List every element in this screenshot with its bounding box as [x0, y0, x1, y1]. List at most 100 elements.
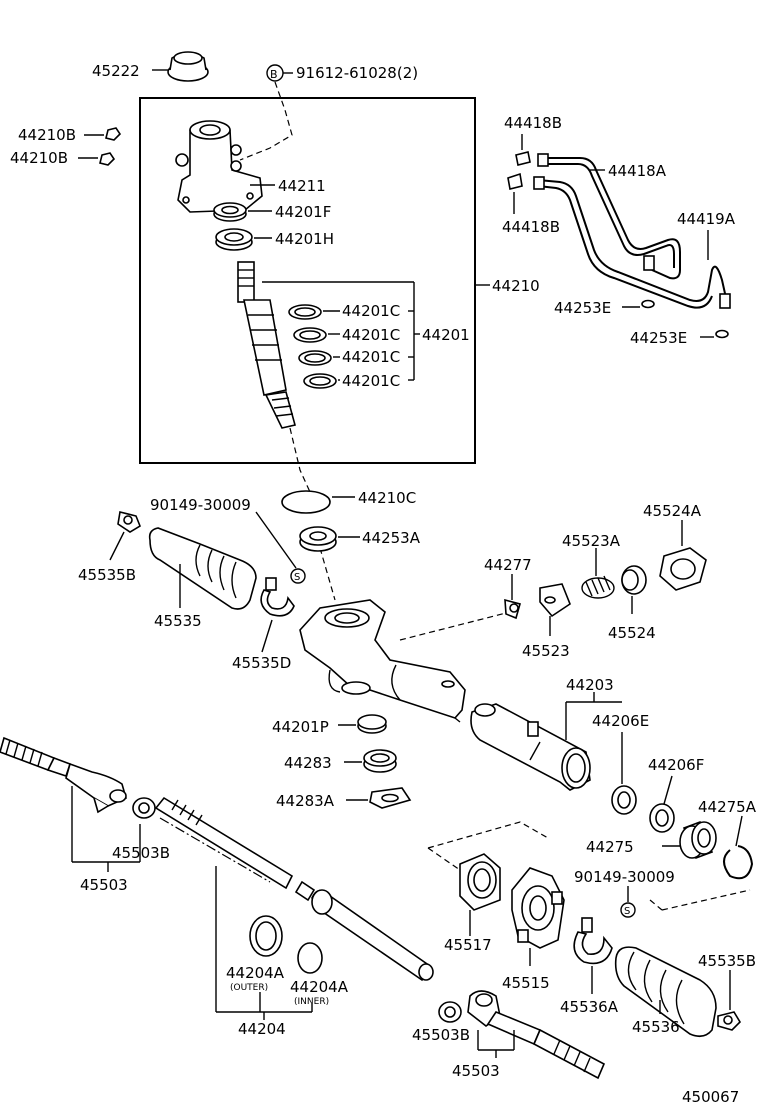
svg-text:S: S	[624, 906, 630, 917]
part-44419a-tube	[533, 176, 731, 309]
label-45536: 45536	[632, 1018, 680, 1036]
part-45523-rack-guide	[539, 583, 571, 618]
bolt-symbol-letter: B	[270, 68, 278, 81]
part-45515-bracket	[511, 867, 565, 949]
label-45523a: 45523A	[562, 532, 621, 550]
label-44201c-3: 44201C	[342, 348, 400, 366]
label-44211: 44211	[278, 177, 326, 195]
label-44253a: 44253A	[362, 529, 421, 547]
label-44204a-inner-note: (INNER)	[294, 997, 329, 1007]
label-44418b-2: 44418B	[502, 218, 560, 236]
label-44201c-2: 44201C	[342, 326, 400, 344]
part-44210c-oring	[281, 490, 331, 514]
label-45524: 45524	[608, 624, 656, 642]
label-90149-30009-1: 90149-30009	[150, 496, 251, 514]
part-44253e-gasket	[641, 299, 729, 339]
part-gear-housing	[299, 599, 466, 723]
part-44418b-union	[507, 151, 531, 190]
part-45503-tie-rod-end-left	[0, 736, 127, 814]
label-44283: 44283	[284, 754, 332, 772]
label-45524a: 45524A	[643, 502, 702, 520]
part-44283-seal	[363, 749, 397, 773]
part-44204-rack	[154, 796, 434, 982]
part-45517-bracket	[459, 853, 501, 911]
svg-text:S: S	[294, 572, 300, 583]
label-45535: 45535	[154, 612, 202, 630]
part-44201c-rings	[288, 304, 337, 389]
label-44275: 44275	[586, 838, 634, 856]
label-44419a: 44419A	[677, 210, 736, 228]
part-45536-boot	[614, 946, 717, 1038]
part-44204a-inner-ring	[297, 942, 323, 974]
label-45535d: 45535D	[232, 654, 291, 672]
part-45523a-spring	[581, 575, 615, 599]
label-44206e: 44206E	[592, 712, 649, 730]
part-45535b-clamp-right	[717, 1011, 742, 1031]
label-44275a: 44275A	[698, 798, 757, 816]
label-45536a: 45536A	[560, 998, 619, 1016]
part-45535d-clip	[260, 577, 295, 617]
part-44418a-tube	[537, 153, 681, 280]
label-44204: 44204	[238, 1020, 286, 1038]
label-44210: 44210	[492, 277, 540, 295]
label-44283a: 44283A	[276, 792, 335, 810]
part-44206e-seal	[611, 785, 637, 815]
label-45503b-1: 45503B	[112, 844, 170, 862]
label-44201p: 44201P	[272, 718, 329, 736]
label-91612-61028: 91612-61028(2)	[296, 64, 418, 82]
label-45535b-2: 45535B	[698, 952, 756, 970]
label-45535b-1: 45535B	[78, 566, 136, 584]
part-44203-cylinder-tube	[470, 703, 591, 791]
part-45535-boot	[148, 527, 257, 610]
seal-symbol-icon-1	[290, 568, 306, 584]
label-44277: 44277	[484, 556, 532, 574]
part-44210b-nut	[99, 127, 122, 166]
part-44283a-plate	[369, 787, 412, 809]
label-44201: 44201	[422, 326, 470, 344]
label-45517: 45517	[444, 936, 492, 954]
label-44206f: 44206F	[648, 756, 704, 774]
part-44204a-outer-ring	[249, 915, 283, 957]
part-45524-plug	[621, 565, 647, 595]
part-45536a-clip	[573, 917, 613, 965]
label-44201h: 44201H	[275, 230, 334, 248]
label-45503-2: 45503	[452, 1062, 500, 1080]
label-44201c-1: 44201C	[342, 302, 400, 320]
label-44204a-outer: 44204A	[226, 964, 285, 982]
seal-symbol-icon-2	[620, 902, 636, 918]
part-45222-grommet	[167, 51, 209, 82]
part-44277-screw	[504, 598, 521, 620]
part-44201h-bearing	[215, 228, 253, 251]
part-44201f-seal	[213, 202, 247, 222]
label-44253e-1: 44253E	[554, 299, 611, 317]
label-45222: 45222	[92, 62, 140, 80]
label-44201f: 44201F	[275, 203, 331, 221]
label-45503b-2: 45503B	[412, 1026, 470, 1044]
part-45535b-clamp	[117, 511, 141, 533]
part-44275a-snap-ring	[723, 845, 754, 880]
part-45503-tie-rod-end-right	[467, 990, 606, 1080]
label-44201c-4: 44201C	[342, 372, 400, 390]
part-44201p-seal	[357, 714, 387, 734]
label-44210c: 44210C	[358, 489, 416, 507]
diagram-id: 450067	[682, 1088, 739, 1106]
assembly-box-44210	[139, 97, 476, 464]
label-90149-30009-2: 90149-30009	[574, 868, 675, 886]
part-44211-valve-housing	[175, 120, 263, 213]
label-45523: 45523	[522, 642, 570, 660]
label-44418b-1: 44418B	[504, 114, 562, 132]
label-44418a: 44418A	[608, 162, 667, 180]
label-44210b-1: 44210B	[18, 126, 76, 144]
part-control-valve-shaft	[237, 261, 296, 429]
label-45503-1: 45503	[80, 876, 128, 894]
part-44275-bushing	[679, 820, 717, 860]
label-44253e-2: 44253E	[630, 329, 687, 347]
part-44206f-seal	[649, 803, 675, 833]
part-45503b-nut-left	[132, 797, 156, 819]
part-44253a-seal	[299, 526, 337, 552]
label-44210b-2: 44210B	[10, 149, 68, 167]
label-44204a-outer-note: (OUTER)	[230, 983, 268, 993]
part-45503b-nut-right	[438, 1001, 462, 1023]
label-44204a-inner: 44204A	[290, 978, 349, 996]
